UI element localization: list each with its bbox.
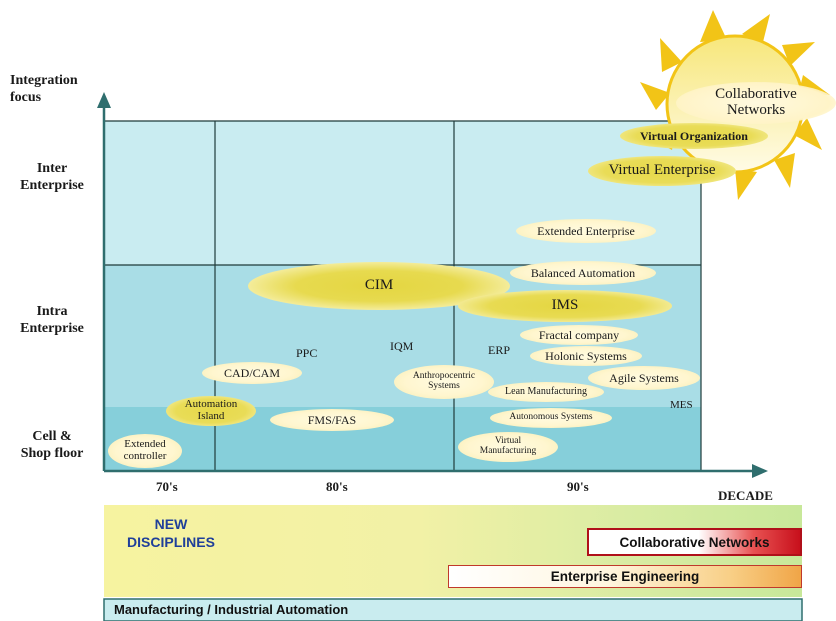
manufacturing-automation-label: Manufacturing / Industrial Automation bbox=[114, 602, 349, 617]
y-level-cell-line1: Cell & bbox=[32, 429, 72, 444]
virtual-manufacturing-line1: Virtual bbox=[494, 436, 522, 447]
band-inter-enterprise bbox=[104, 121, 701, 265]
y-level-inter-line1: Inter bbox=[36, 161, 68, 176]
holonic-systems-label: Holonic Systems bbox=[545, 348, 627, 363]
fractal-company-bubble: Fractal company bbox=[520, 325, 638, 345]
extended-enterprise-label: Extended Enterprise bbox=[537, 223, 635, 238]
fms-fas-bubble: FMS/FAS bbox=[270, 409, 394, 431]
agile-systems-label: Agile Systems bbox=[609, 370, 679, 385]
ims-bubble: IMS bbox=[458, 290, 672, 322]
y-level-inter-line2: Enterprise bbox=[20, 178, 84, 193]
new-disciplines-line1: NEW bbox=[154, 516, 188, 532]
virtual-organization-label: Virtual Organization bbox=[640, 128, 748, 143]
autonomous-systems-label: Autonomous Systems bbox=[509, 412, 593, 423]
lean-manufacturing-bubble: Lean Manufacturing bbox=[488, 382, 604, 402]
y-level-intra-line1: Intra bbox=[36, 304, 68, 319]
ppc-label: PPC bbox=[296, 346, 318, 360]
virtual-enterprise-bubble: Virtual Enterprise bbox=[588, 156, 736, 186]
enterprise-engineering-label: Enterprise Engineering bbox=[550, 569, 700, 584]
extended-enterprise-bubble: Extended Enterprise bbox=[516, 219, 656, 243]
extended-controller-line1: Extended bbox=[124, 438, 166, 451]
autonomous-systems-bubble: Autonomous Systems bbox=[490, 408, 612, 428]
iqm-label: IQM bbox=[390, 339, 414, 353]
cad-cam-bubble: CAD/CAM bbox=[202, 362, 302, 384]
y-level-inter-enterprise: Inter Enterprise bbox=[6, 160, 98, 194]
collaborative-networks-discipline-label: Collaborative Networks bbox=[619, 534, 770, 550]
erp-label: ERP bbox=[488, 343, 511, 357]
mes-label: MES bbox=[670, 399, 693, 411]
extended-controller-line2: controller bbox=[123, 450, 167, 462]
new-disciplines-title: NEW DISCIPLINES bbox=[116, 515, 226, 551]
new-disciplines-line2: DISCIPLINES bbox=[127, 534, 215, 550]
y-level-cell-shopfloor: Cell & Shop floor bbox=[6, 428, 98, 462]
anthropocentric-line1: Anthropocentric bbox=[412, 371, 476, 382]
virtual-manufacturing-line2: Manufacturing bbox=[479, 446, 537, 456]
y-level-cell-line2: Shop floor bbox=[20, 446, 84, 461]
balanced-automation-label: Balanced Automation bbox=[530, 265, 636, 280]
automation-island-line2: Island bbox=[197, 410, 225, 422]
lean-manufacturing-label: Lean Manufacturing bbox=[505, 385, 587, 397]
fractal-company-label: Fractal company bbox=[538, 327, 620, 342]
y-axis-title-line1: Integration bbox=[10, 73, 78, 88]
axes bbox=[97, 92, 768, 478]
fms-fas-label: FMS/FAS bbox=[307, 412, 357, 427]
x-decade-70s: 70's bbox=[156, 479, 178, 494]
virtual-enterprise-label: Virtual Enterprise bbox=[608, 162, 716, 179]
collab-line1: Collaborative bbox=[715, 86, 797, 103]
y-axis-title: Integration focus bbox=[10, 72, 110, 106]
y-axis-title-line2: focus bbox=[10, 90, 42, 105]
automation-island-line1: Automation bbox=[184, 398, 238, 411]
collaborative-networks-discipline: Collaborative Networks bbox=[587, 528, 802, 556]
y-level-intra-line2: Enterprise bbox=[20, 321, 84, 336]
ims-label: IMS bbox=[551, 297, 579, 314]
enterprise-engineering-discipline: Enterprise Engineering bbox=[448, 565, 802, 588]
cad-cam-label: CAD/CAM bbox=[223, 365, 280, 380]
y-level-intra-enterprise: Intra Enterprise bbox=[6, 303, 98, 337]
x-axis-title: DECADE bbox=[718, 488, 773, 503]
manufacturing-band bbox=[103, 598, 803, 621]
balanced-automation-bubble: Balanced Automation bbox=[510, 261, 656, 285]
collab-line2: Networks bbox=[726, 102, 786, 118]
cim-label: CIM bbox=[364, 277, 394, 294]
agile-systems-bubble: Agile Systems bbox=[588, 366, 700, 390]
virtual-organization-bubble: Virtual Organization bbox=[620, 123, 768, 149]
x-decade-90s: 90's bbox=[567, 479, 589, 494]
holonic-systems-bubble: Holonic Systems bbox=[530, 346, 642, 366]
x-decade-80s: 80's bbox=[326, 479, 348, 494]
anthropocentric-line2: Systems bbox=[428, 381, 460, 391]
